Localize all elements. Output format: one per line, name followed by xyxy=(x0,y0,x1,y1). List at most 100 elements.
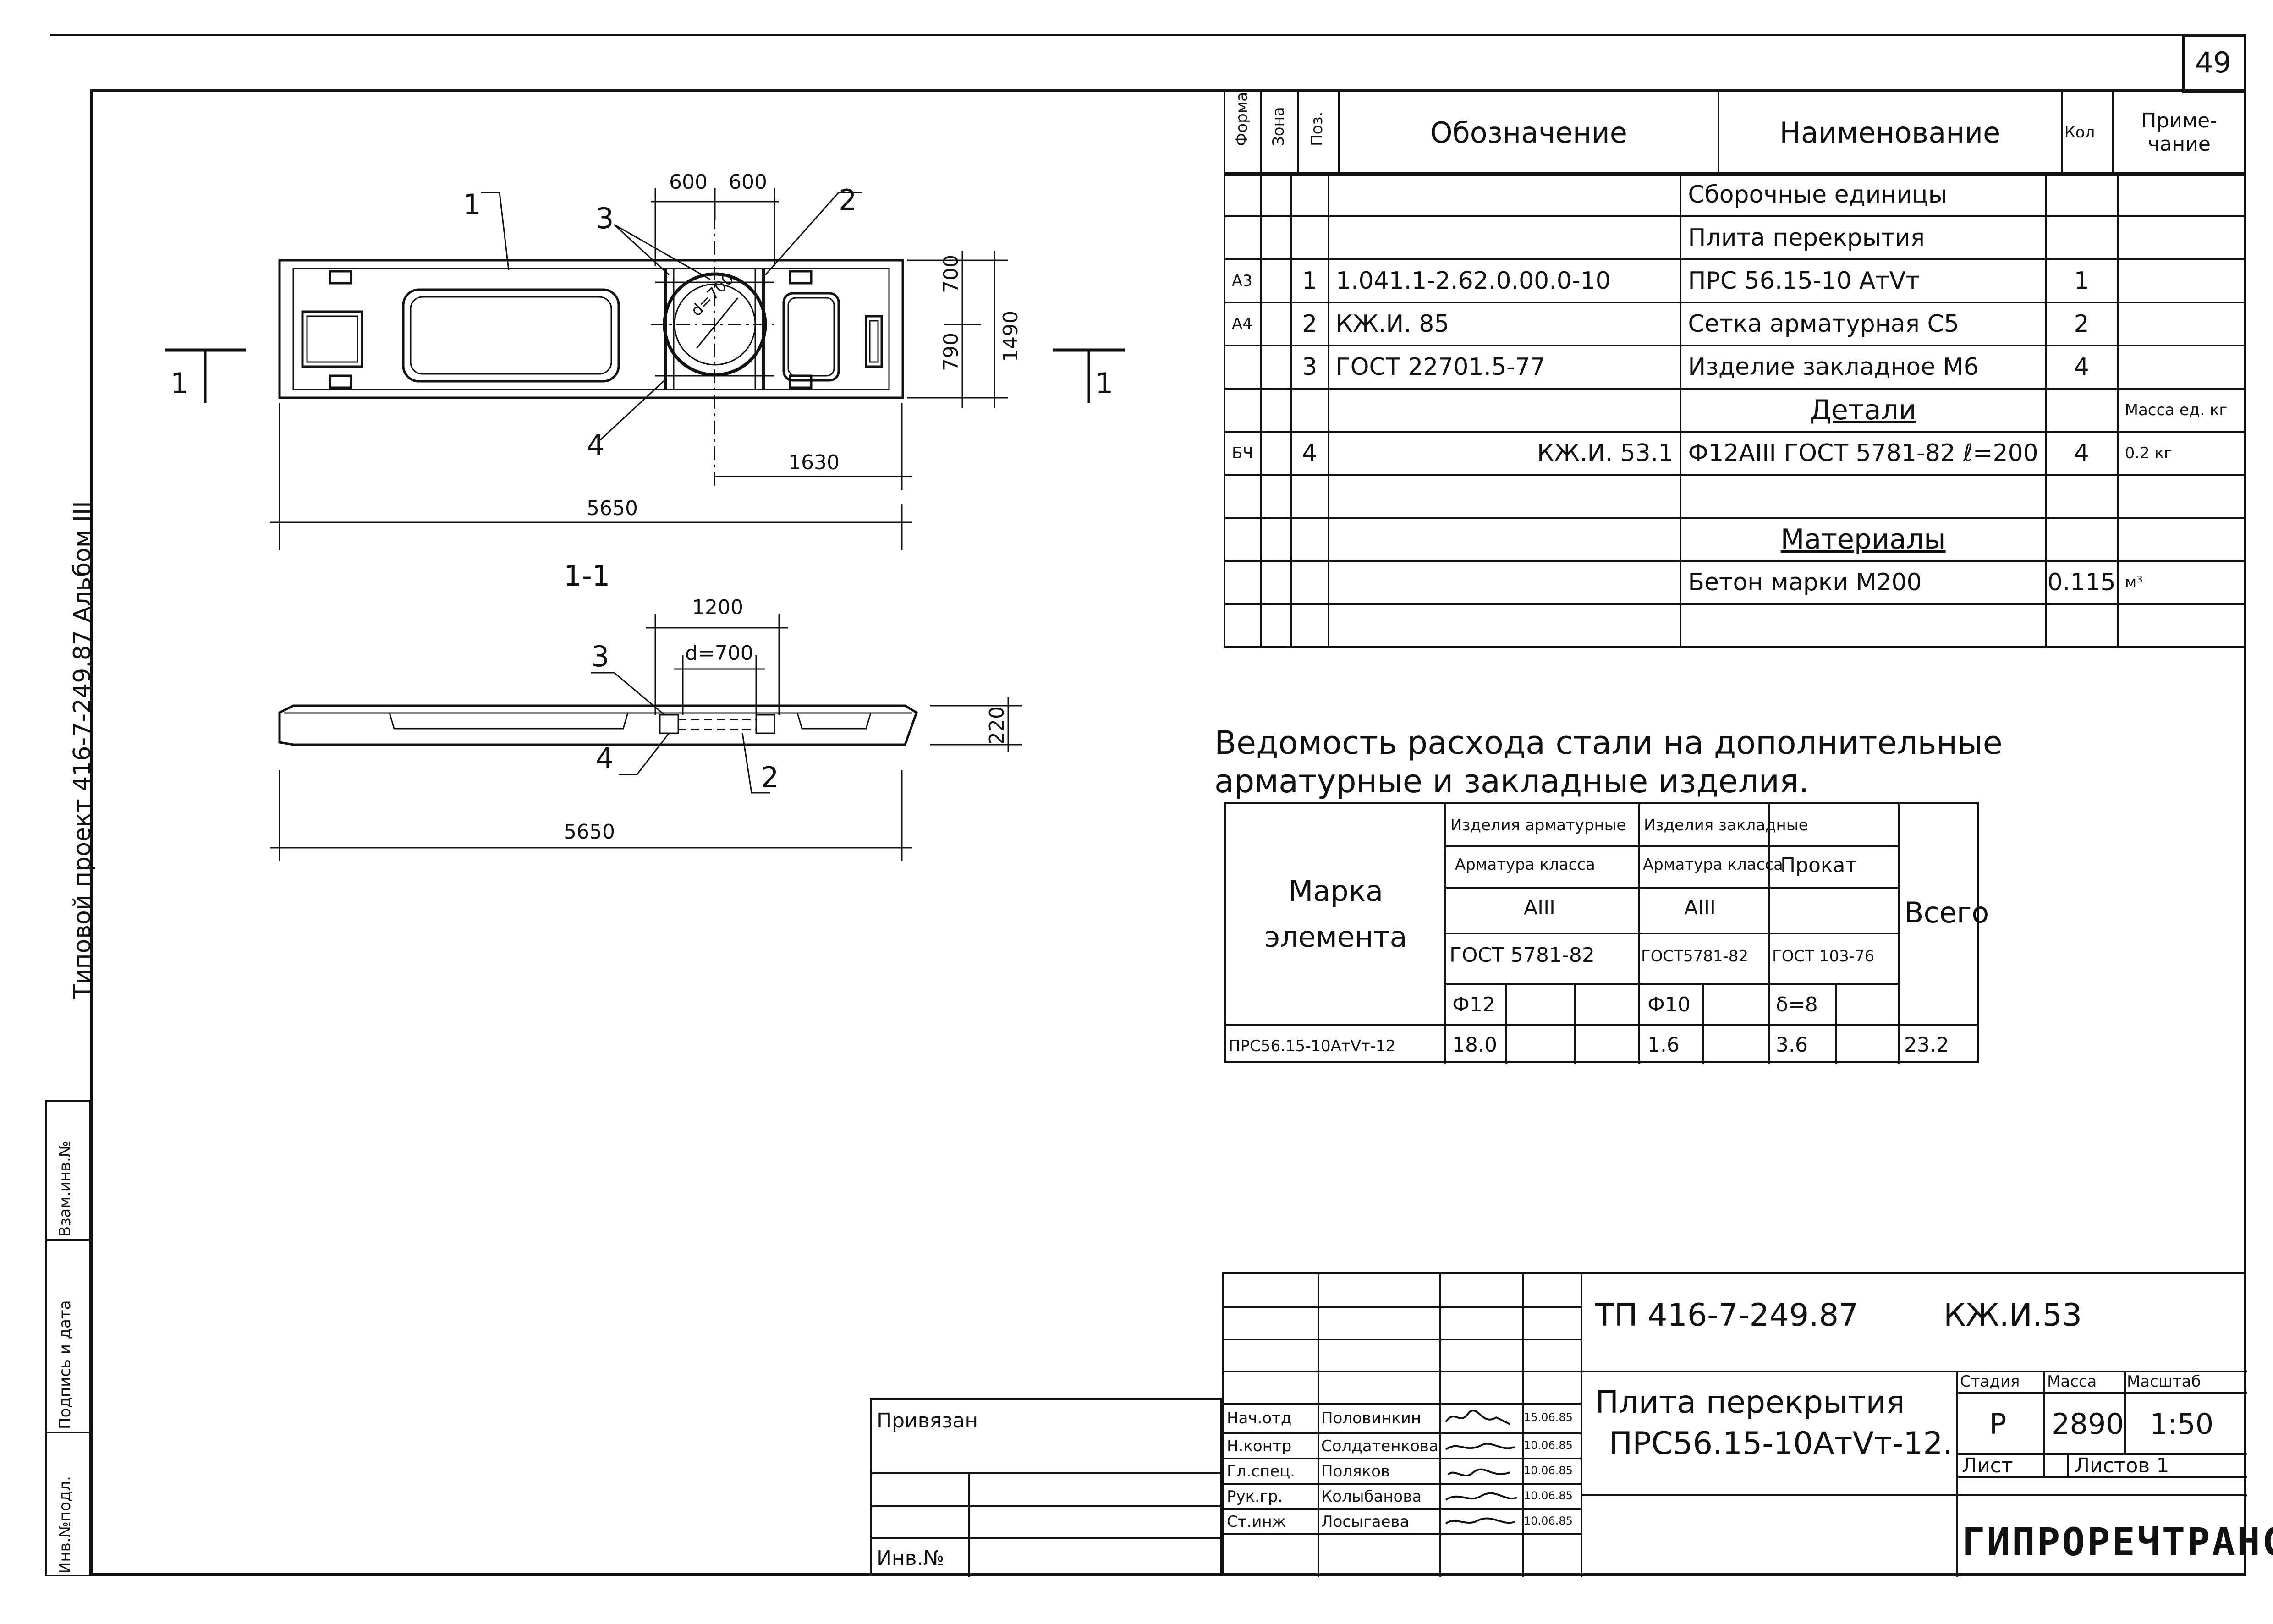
section-callout-2: 2 xyxy=(761,761,779,794)
signature-marks xyxy=(1445,1410,1517,1525)
spec-cell-pos xyxy=(1290,172,1329,217)
spec-cell-name xyxy=(1680,603,2047,648)
signer-date: 10.06.85 xyxy=(1524,1439,1573,1452)
steel-mark-header: Марка элемента xyxy=(1264,874,1407,954)
spec-cell-format xyxy=(1224,345,1262,390)
sheet-code: КЖ.И.53 xyxy=(1944,1297,2082,1333)
signer-role: Ст.инж xyxy=(1227,1513,1286,1531)
spec-cell-format xyxy=(1224,517,1262,562)
section-title: 1-1 xyxy=(564,559,610,593)
spec-cell-note xyxy=(2116,302,2247,346)
spec-col-format: Формат xyxy=(1224,89,1262,176)
dim-5650-section: 5650 xyxy=(564,820,615,844)
dim-790: 790 xyxy=(939,333,963,371)
spec-cell-format: БЧ xyxy=(1224,431,1262,476)
spec-cell-name: Плита перекрытия xyxy=(1680,215,2047,260)
inv-label: Инв.№ xyxy=(877,1547,944,1570)
spec-cell-pos: 3 xyxy=(1290,345,1329,390)
spec-cell-designation xyxy=(1327,474,1682,519)
product-name-line2: ПРС56.15-10АтVт-12. xyxy=(1609,1426,1953,1462)
spec-cell-name: Бетон марки М200 xyxy=(1680,560,2047,605)
spec-row: Сборочные единицы xyxy=(1224,172,2247,217)
spec-row: Детали Масса ед. кг xyxy=(1224,388,2247,433)
sheets-label: Листов 1 xyxy=(2075,1454,2169,1477)
signer-name: Половинкин xyxy=(1321,1409,1422,1427)
spec-cell-format xyxy=(1224,215,1262,260)
specification-table: Формат Зона Поз. Обозначение Наименовани… xyxy=(1224,89,2246,176)
spec-cell-zone xyxy=(1260,603,1292,648)
spec-cell-note xyxy=(2116,215,2247,260)
mass-label: Масса xyxy=(2047,1372,2097,1391)
spec-cell-zone xyxy=(1260,302,1292,346)
spec-col-note: Приме-чание xyxy=(2112,89,2246,176)
spec-cell-qty: 0.115 xyxy=(2044,560,2119,605)
spec-cell-zone xyxy=(1260,560,1292,605)
spec-cell-qty: 1 xyxy=(2044,258,2119,303)
dim-d700-section: d=700 xyxy=(685,642,753,665)
steel-gost-3: ГОСТ 103-76 xyxy=(1772,947,1875,966)
spec-cell-name: Детали xyxy=(1680,388,2047,433)
spec-cell-qty xyxy=(2044,603,2119,648)
steel-sub-class-2: Арматура класса xyxy=(1643,856,1783,874)
spec-cell-name: Сетка арматурная С5 xyxy=(1680,302,2047,346)
spec-cell-name: ПРС 56.15-10 АтVт xyxy=(1680,258,2047,303)
mass-value: 2890 xyxy=(2052,1407,2124,1441)
steel-total-header: Всего xyxy=(1904,896,1989,929)
callout-3: 3 xyxy=(596,202,614,235)
spec-cell-designation: ГОСТ 22701.5-77 xyxy=(1327,345,1682,390)
spec-cell-zone xyxy=(1260,431,1292,476)
spec-cell-zone xyxy=(1260,517,1292,562)
spec-col-zone: Зона xyxy=(1260,89,1299,176)
steel-sub-class-1: Арматура класса xyxy=(1455,856,1595,874)
spec-cell-qty: 4 xyxy=(2044,345,2119,390)
section-mark-right: 1 xyxy=(1095,367,1114,400)
binding-label: Привязан xyxy=(877,1409,978,1432)
left-stamp: Инв.№подл. Подпись и дата Взам.инв.№ xyxy=(45,1100,91,1576)
spec-cell-pos: 4 xyxy=(1290,431,1329,476)
spec-cell-designation xyxy=(1327,560,1682,605)
spec-cell-zone xyxy=(1260,258,1292,303)
spec-cell-zone xyxy=(1260,474,1292,519)
spec-cell-format: А3 xyxy=(1224,258,1262,303)
stamp-vzam-inv: Взам.инв.№ xyxy=(56,1141,74,1237)
spec-cell-qty: 2 xyxy=(2044,302,2119,346)
spec-cell-designation xyxy=(1327,172,1682,217)
spec-cell-qty xyxy=(2044,388,2119,433)
spec-cell-name: Изделие закладное М6 xyxy=(1680,345,2047,390)
spec-cell-zone xyxy=(1260,388,1292,433)
spec-cell-format: А4 xyxy=(1224,302,1262,346)
dim-1630: 1630 xyxy=(788,451,840,474)
spec-cell-name: Материалы xyxy=(1680,517,2047,562)
spec-cell-designation xyxy=(1327,388,1682,433)
spec-cell-note: Масса ед. кг xyxy=(2116,388,2247,433)
spec-col-qty: Кол xyxy=(2060,89,2114,176)
slab-plan-outline xyxy=(278,259,904,399)
callout-4: 4 xyxy=(587,428,605,462)
organization-logo: ГИПРОРЕЧТРАНС xyxy=(1962,1520,2273,1564)
signer-row: Гл.спец. Поляков 10.06.85 xyxy=(1224,1459,1581,1482)
dim-220: 220 xyxy=(985,706,1009,745)
section-callout-4: 4 xyxy=(596,741,614,775)
spec-col-pos: Поз. xyxy=(1296,89,1340,176)
stamp-sign-date: Подпись и дата xyxy=(56,1300,74,1429)
spec-cell-pos: 1 xyxy=(1290,258,1329,303)
section-mark-left: 1 xyxy=(170,367,189,400)
section-callout-3: 3 xyxy=(591,640,609,673)
steel-table: Марка элемента Изделия арматурные Издели… xyxy=(1224,802,1989,1064)
spec-cell-format xyxy=(1224,388,1262,433)
spec-cell-qty xyxy=(2044,517,2119,562)
signer-name: Поляков xyxy=(1321,1462,1390,1481)
callout-1: 1 xyxy=(463,188,481,221)
signer-row: Рук.гр. Колыбанова 10.06.85 xyxy=(1224,1484,1581,1508)
doc-code: ТП 416-7-249.87 xyxy=(1595,1297,1859,1333)
spec-cell-zone xyxy=(1260,345,1292,390)
spec-row: Плита перекрытия xyxy=(1224,215,2247,260)
signer-date: 10.06.85 xyxy=(1524,1464,1573,1477)
signer-date: 15.06.85 xyxy=(1524,1411,1573,1424)
spec-cell-qty: 4 xyxy=(2044,431,2119,476)
signer-role: Н.контр xyxy=(1227,1437,1292,1455)
